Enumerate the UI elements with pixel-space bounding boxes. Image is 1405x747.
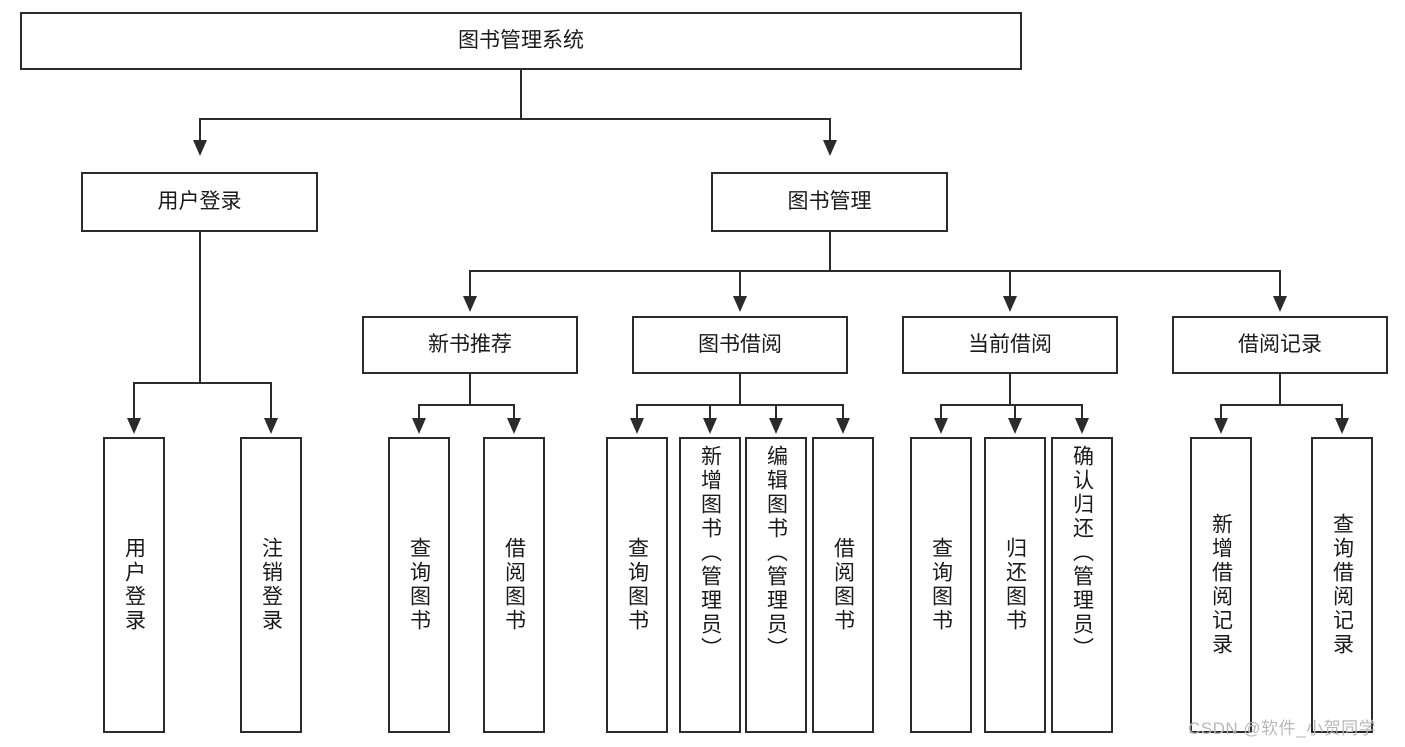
leaf-borrow-book-recommendation[interactable]: 借阅图书 bbox=[483, 437, 545, 733]
leaf-add-book-admin[interactable]: 新增图书（管理员） bbox=[679, 437, 741, 733]
edge-newbook-stem bbox=[469, 374, 471, 406]
leaf-borrow-book-borrowing[interactable]: 借阅图书 bbox=[812, 437, 874, 733]
node-label: 当前借阅 bbox=[968, 332, 1052, 356]
edge-book-manage-stem bbox=[829, 232, 831, 272]
node-book-borrowing[interactable]: 图书借阅 bbox=[632, 316, 848, 374]
leaf-return-book[interactable]: 归还图书 bbox=[984, 437, 1046, 733]
edge-bm-to-currentborrow bbox=[1009, 270, 1011, 298]
arrow-root-to-user-login bbox=[193, 140, 207, 156]
node-label: 新增借阅记录 bbox=[1209, 513, 1233, 657]
edge-bb-to-leaf1 bbox=[636, 404, 638, 420]
edge-newbook-to-leaf1 bbox=[418, 404, 420, 420]
leaf-query-book-recommendation[interactable]: 查询图书 bbox=[388, 437, 450, 733]
edge-newbook-bus bbox=[418, 404, 514, 406]
node-user-login[interactable]: 用户登录 bbox=[81, 172, 318, 232]
arrow-br-to-leaf2 bbox=[1335, 418, 1349, 434]
edge-bookborrow-bus bbox=[636, 404, 843, 406]
edge-root-stem bbox=[520, 70, 522, 120]
node-label: 查询图书 bbox=[929, 537, 953, 633]
node-label: 借阅图书 bbox=[502, 537, 526, 633]
arrow-bb-to-leaf4 bbox=[836, 418, 850, 434]
edge-newbook-to-leaf2 bbox=[513, 404, 515, 420]
node-label: 归还图书 bbox=[1003, 537, 1027, 633]
node-current-borrowing[interactable]: 当前借阅 bbox=[902, 316, 1118, 374]
edge-cb-to-leaf2 bbox=[1014, 404, 1016, 420]
node-label: 用户登录 bbox=[122, 537, 146, 633]
edge-borrowrecord-bus bbox=[1220, 404, 1342, 406]
arrow-bb-to-leaf2 bbox=[703, 418, 717, 434]
node-label: 借阅记录 bbox=[1238, 332, 1322, 356]
node-label: 用户登录 bbox=[157, 189, 242, 213]
arrow-user-login-to-leaf1 bbox=[127, 418, 141, 434]
arrow-newbook-to-leaf1 bbox=[412, 418, 426, 434]
edge-book-manage-bus bbox=[469, 270, 1281, 272]
leaf-confirm-return-admin[interactable]: 确认归还（管理员） bbox=[1051, 437, 1113, 733]
edge-bm-to-newbook bbox=[469, 270, 471, 298]
node-root-library-system[interactable]: 图书管理系统 bbox=[20, 12, 1022, 70]
edge-borrowrecord-stem bbox=[1279, 374, 1281, 406]
node-borrowing-records[interactable]: 借阅记录 bbox=[1172, 316, 1388, 374]
edge-cb-to-leaf1 bbox=[940, 404, 942, 420]
node-label: 查询借阅记录 bbox=[1330, 513, 1354, 657]
leaf-query-book-borrowing[interactable]: 查询图书 bbox=[606, 437, 668, 733]
leaf-query-book-current[interactable]: 查询图书 bbox=[910, 437, 972, 733]
node-label: 新书推荐 bbox=[428, 332, 512, 356]
arrow-bm-to-bookborrow bbox=[733, 296, 747, 312]
arrow-bb-to-leaf3 bbox=[769, 418, 783, 434]
edge-user-login-bus bbox=[133, 382, 271, 384]
edge-currentborrow-stem bbox=[1009, 374, 1011, 406]
arrow-bm-to-borrowrecord bbox=[1273, 296, 1287, 312]
edge-bm-to-bookborrow bbox=[739, 270, 741, 298]
node-label: 确认归还（管理员） bbox=[1070, 445, 1094, 661]
edge-root-to-user-login bbox=[199, 118, 201, 142]
arrow-bm-to-newbook bbox=[463, 296, 477, 312]
arrow-bb-to-leaf1 bbox=[630, 418, 644, 434]
node-label: 编辑图书（管理员） bbox=[764, 445, 788, 661]
node-label: 查询图书 bbox=[625, 537, 649, 633]
arrow-user-login-to-leaf2 bbox=[264, 418, 278, 434]
edge-bb-to-leaf3 bbox=[775, 404, 777, 420]
node-label: 新增图书（管理员） bbox=[698, 445, 722, 661]
edge-bb-to-leaf2 bbox=[709, 404, 711, 420]
node-label: 查询图书 bbox=[407, 537, 431, 633]
edge-root-to-book-manage bbox=[829, 118, 831, 142]
node-book-management[interactable]: 图书管理 bbox=[711, 172, 948, 232]
node-label: 图书借阅 bbox=[698, 332, 782, 356]
leaf-user-login[interactable]: 用户登录 bbox=[103, 437, 165, 733]
arrow-newbook-to-leaf2 bbox=[507, 418, 521, 434]
arrow-br-to-leaf1 bbox=[1214, 418, 1228, 434]
edge-cb-to-leaf3 bbox=[1081, 404, 1083, 420]
arrow-cb-to-leaf2 bbox=[1008, 418, 1022, 434]
node-new-book-recommendation[interactable]: 新书推荐 bbox=[362, 316, 578, 374]
node-label: 图书管理 bbox=[787, 189, 872, 213]
arrow-root-to-book-manage bbox=[823, 140, 837, 156]
leaf-add-borrow-record[interactable]: 新增借阅记录 bbox=[1190, 437, 1252, 733]
leaf-edit-book-admin[interactable]: 编辑图书（管理员） bbox=[745, 437, 807, 733]
edge-bm-to-borrowrecord bbox=[1279, 270, 1281, 298]
csdn-watermark: CSDN @软件_小贺同学 bbox=[1188, 719, 1377, 738]
node-label: 图书管理系统 bbox=[458, 28, 584, 52]
edge-bb-to-leaf4 bbox=[842, 404, 844, 420]
edge-user-login-to-leaf1 bbox=[133, 382, 135, 420]
node-label: 注销登录 bbox=[259, 537, 283, 633]
edge-root-bus bbox=[199, 118, 831, 120]
edge-currentborrow-bus bbox=[940, 404, 1082, 406]
arrow-cb-to-leaf1 bbox=[934, 418, 948, 434]
edge-user-login-to-leaf2 bbox=[270, 382, 272, 420]
edge-bookborrow-stem bbox=[739, 374, 741, 406]
leaf-query-borrow-record[interactable]: 查询借阅记录 bbox=[1311, 437, 1373, 733]
arrow-cb-to-leaf3 bbox=[1075, 418, 1089, 434]
node-label: 借阅图书 bbox=[831, 537, 855, 633]
edge-user-login-stem bbox=[199, 232, 201, 382]
edge-br-to-leaf2 bbox=[1341, 404, 1343, 420]
leaf-logout-login[interactable]: 注销登录 bbox=[240, 437, 302, 733]
arrow-bm-to-currentborrow bbox=[1003, 296, 1017, 312]
edge-br-to-leaf1 bbox=[1220, 404, 1222, 420]
